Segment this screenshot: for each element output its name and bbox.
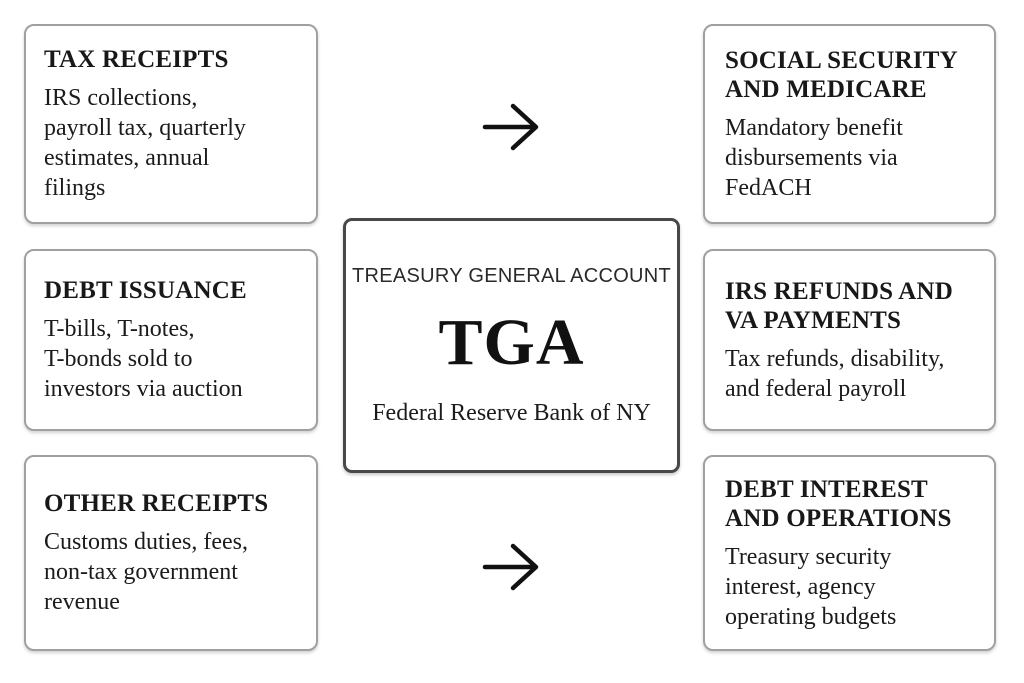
inflow-box-debt-issuance: DEBT ISSUANCE T-bills, T-notes, T-bonds … <box>24 249 318 431</box>
box-description: T-bills, T-notes, T-bonds sold to invest… <box>44 316 243 402</box>
box-description: Mandatory benefit disbursements via FedA… <box>725 114 903 201</box>
box-title: IRS REFUNDS AND VA PAYMENTS <box>725 277 954 334</box>
inflow-box-other-receipts: OTHER RECEIPTS Customs duties, fees, non… <box>24 455 318 651</box>
arrow-right-icon <box>482 543 539 591</box>
tga-center-box: TREASURY GENERAL ACCOUNT TGA Federal Res… <box>343 218 680 473</box>
outflow-box-debt-interest-operations: DEBT INTEREST AND OPERATIONS Treasury se… <box>703 455 996 651</box>
box-title: DEBT INTEREST AND OPERATIONS <box>725 475 952 532</box>
tga-acronym: TGA <box>438 305 585 379</box>
box-description: Tax refunds, disability, and federal pay… <box>725 345 945 402</box>
box-title: OTHER RECEIPTS <box>44 490 269 517</box>
arrow-right-icon <box>482 103 539 151</box>
outflow-box-irs-refunds-va-payments: IRS REFUNDS AND VA PAYMENTS Tax refunds,… <box>703 249 996 431</box>
outflow-box-social-security-medicare: SOCIAL SECURITY AND MEDICARE Mandatory b… <box>703 24 996 224</box>
box-title: DEBT ISSUANCE <box>44 277 247 304</box>
tga-label: TREASURY GENERAL ACCOUNT <box>351 264 672 287</box>
box-title: SOCIAL SECURITY AND MEDICARE <box>725 46 958 103</box>
box-description: IRS collections, payroll tax, quarterly … <box>44 85 246 201</box>
tga-subtitle: Federal Reserve Bank of NY <box>372 399 651 426</box>
box-description: Treasury security interest, agency opera… <box>725 543 897 630</box>
inflow-box-tax-receipts: TAX RECEIPTS IRS collections, payroll ta… <box>24 24 318 224</box>
box-title: TAX RECEIPTS <box>44 46 229 73</box>
box-description: Customs duties, fees, non-tax government… <box>44 529 248 615</box>
